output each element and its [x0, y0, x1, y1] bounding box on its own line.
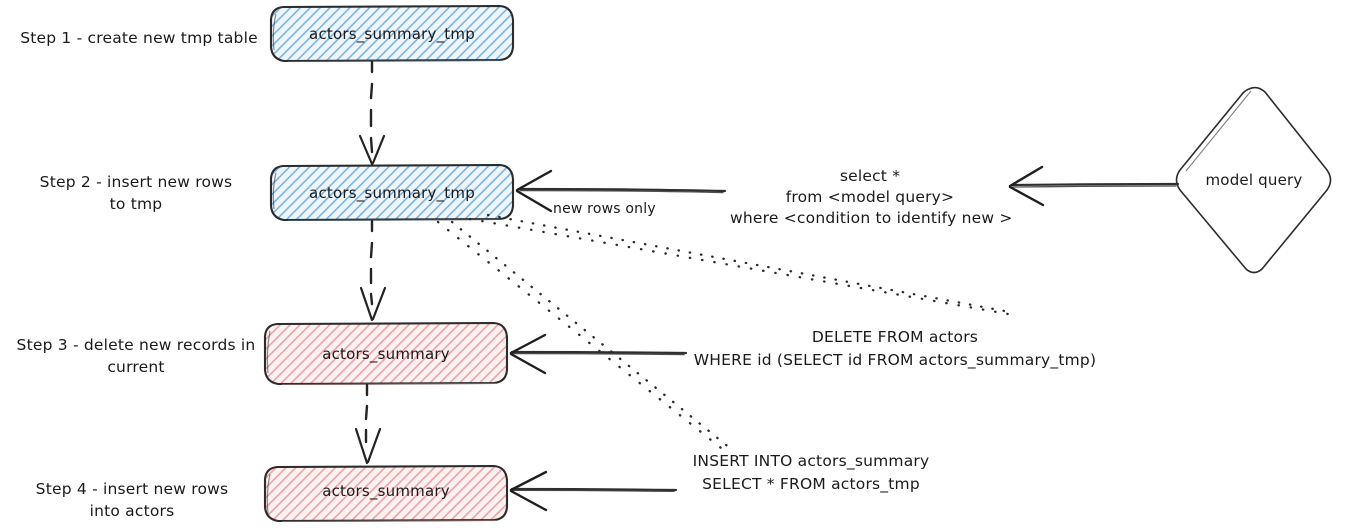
- delete-sql-line2: WHERE id (SELECT id FROM actors_summary_…: [693, 351, 1097, 369]
- node-actors-summary-tmp-1-label: actors_summary_tmp: [309, 25, 475, 43]
- node-actors-summary-tmp-1-shape[interactable]: [269, 4, 515, 63]
- step-3-label-line1: Step 3 - delete new records in: [16, 336, 256, 354]
- node-actors-summary-1-label: actors_summary: [322, 345, 450, 363]
- step-4-label-line2: into actors: [89, 502, 175, 520]
- node-actors-summary-1-shape[interactable]: [263, 321, 509, 386]
- connector-step3-to-step4: [354, 383, 382, 465]
- node-actors-summary-tmp-2-shape[interactable]: [269, 163, 515, 222]
- step-2-label-line1: Step 2 - insert new rows: [39, 173, 233, 191]
- model-query-sql-line3: where <condition to identify new >: [730, 209, 1013, 227]
- node-model-query-label: model query: [1205, 171, 1303, 189]
- arrow-diamond-to-query-text: [1008, 165, 1180, 207]
- leader-tmp-to-delete-sql: [468, 213, 1012, 316]
- step-3-label-line2: current: [107, 358, 165, 376]
- insert-sql-line2: SELECT * FROM actors_tmp: [702, 475, 920, 493]
- node-model-query-shape[interactable]: [1175, 86, 1332, 274]
- insert-sql-line1: INSERT INTO actors_summary: [692, 452, 930, 470]
- step-2-label-line2: to tmp: [109, 195, 163, 213]
- step-4-label-line1: Step 4 - insert new rows: [35, 480, 229, 498]
- step-1-label: Step 1 - create new tmp table: [20, 29, 258, 47]
- arrow-delete-to-actors-summary: [509, 333, 688, 375]
- delete-sql-line1: DELETE FROM actors: [811, 328, 979, 346]
- node-actors-summary-2-shape[interactable]: [263, 464, 509, 523]
- arrow-model-query-to-tmp: [515, 169, 727, 213]
- annotation-new-rows-only: new rows only: [553, 201, 656, 217]
- model-query-sql-line2: from <model query>: [785, 188, 955, 206]
- connector-step2-to-step3: [359, 219, 387, 322]
- model-query-sql-line1: select *: [839, 167, 901, 185]
- node-actors-summary-tmp-2-label: actors_summary_tmp: [309, 184, 475, 202]
- connector-step1-to-step2: [358, 60, 386, 166]
- arrow-insert-to-actors-summary: [509, 470, 678, 512]
- node-actors-summary-2-label: actors_summary: [322, 482, 450, 500]
